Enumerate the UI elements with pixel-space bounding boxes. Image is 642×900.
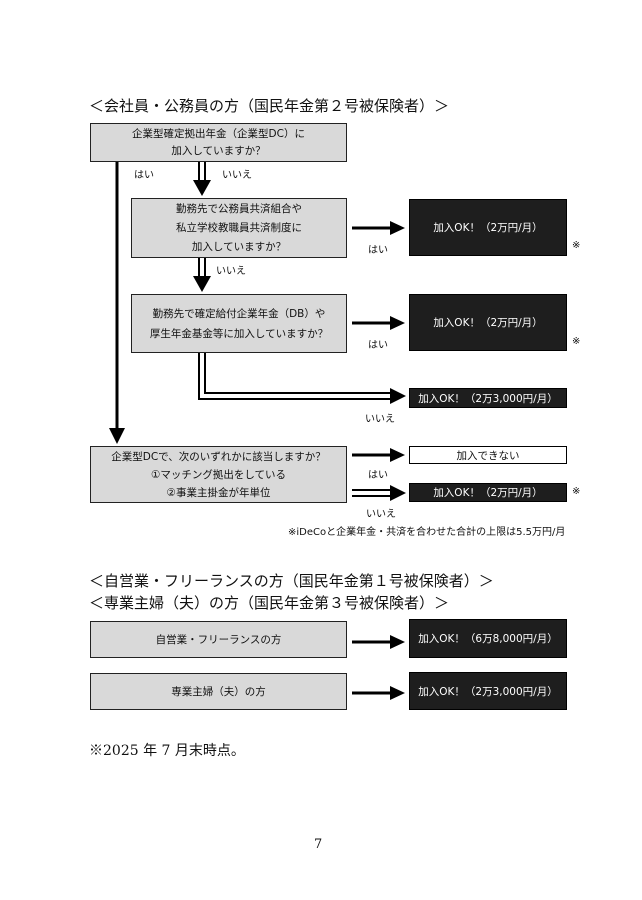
- arrow-homemaker-head: [390, 686, 405, 700]
- q4-no-label: いいえ: [366, 509, 396, 520]
- q4-yes-label: はい: [368, 470, 388, 481]
- question-dc-matching-line1: 企業型DCで、次のいずれかに該当しますか？: [111, 450, 326, 463]
- q4-note-mark: ※: [572, 486, 581, 497]
- section2-heading-self-employed: ＜自営業・フリーランスの方（国民年金第１号被保険者）＞: [89, 572, 494, 590]
- question-db-pension-line2: 厚生年金基金等に加入していますか？: [149, 327, 329, 340]
- arrow-q2-yes-head: [390, 221, 405, 235]
- result-q4-ok: 加入OK！（2万円/月）: [409, 483, 567, 502]
- q3-note-mark: ※: [572, 336, 581, 347]
- result-self-employed-ok: 加入OK！（6万8,000円/月）: [409, 619, 567, 658]
- question-public-pension-line2: 私立学校教職員共済制度に: [176, 221, 302, 234]
- question-company-dc-line1: 企業型確定拠出年金（企業型DC）に: [132, 127, 305, 140]
- question-public-pension: 勤務先で公務員共済組合や 私立学校教職員共済制度に 加入していますか？: [131, 198, 347, 258]
- page-number: 7: [314, 837, 323, 852]
- limit-note: ※iDeCoと企業年金・共済を合わせた合計の上限は5.5万円/月: [288, 527, 566, 538]
- category-homemaker-label: 専業主婦（夫）の方: [171, 685, 266, 698]
- result-q3-ok: 加入OK！（2万円/月）: [409, 294, 567, 351]
- q2-note-mark: ※: [572, 240, 581, 251]
- result-homemaker-ok: 加入OK！（2万3,000円/月）: [409, 672, 567, 710]
- section1-heading: ＜会社員・公務員の方（国民年金第２号被保険者）＞: [89, 97, 450, 115]
- q3-no-label: いいえ: [365, 414, 395, 425]
- q2-no-label: いいえ: [216, 266, 246, 277]
- result-q4-not-allowed: 加入できない: [409, 446, 567, 464]
- question-dc-matching-line3: ②事業主掛金が年単位: [166, 486, 271, 499]
- q1-no-label: いいえ: [222, 170, 252, 181]
- question-public-pension-line1: 勤務先で公務員共済組合や: [176, 202, 302, 215]
- question-db-pension: 勤務先で確定給付企業年金（DB）や 厚生年金基金等に加入していますか？: [131, 294, 347, 353]
- arrow-q4-yes-head: [390, 448, 405, 462]
- question-dc-matching-line2: ①マッチング拠出をしている: [150, 468, 287, 481]
- category-self-employed: 自営業・フリーランスの方: [90, 621, 347, 658]
- arrow-q2-no-head: [193, 276, 211, 292]
- q3-yes-label: はい: [368, 340, 388, 351]
- q1-yes-label: はい: [134, 170, 154, 181]
- section2-heading-homemaker: ＜専業主婦（夫）の方（国民年金第３号被保険者）＞: [89, 594, 450, 612]
- category-self-employed-label: 自営業・フリーランスの方: [155, 633, 282, 646]
- result-q2-ok: 加入OK！（2万円/月）: [409, 199, 567, 256]
- question-public-pension-line3: 加入していますか？: [191, 240, 287, 253]
- result-no-pension-ok: 加入OK！（2万3,000円/月）: [409, 388, 567, 408]
- arrow-q4-no-head: [390, 485, 406, 501]
- question-company-dc-line2: 加入していますか？: [171, 144, 266, 157]
- category-homemaker: 専業主婦（夫）の方: [90, 673, 347, 710]
- arrow-q3-yes-head: [390, 316, 405, 330]
- question-dc-matching: 企業型DCで、次のいずれかに該当しますか？ ①マッチング拠出をしている ②事業主…: [90, 446, 347, 503]
- footnote-date: ※2025 年 7 月末時点。: [89, 743, 245, 759]
- question-company-dc: 企業型確定拠出年金（企業型DC）に 加入していますか？: [90, 123, 347, 162]
- arrow-self-employed-head: [390, 635, 405, 649]
- arrow-q1-no-head: [193, 180, 211, 196]
- question-db-pension-line1: 勤務先で確定給付企業年金（DB）や: [152, 307, 326, 320]
- arrow-q3-no-head: [390, 388, 406, 404]
- q2-yes-label: はい: [368, 245, 388, 256]
- arrow-q1-yes-head: [109, 428, 125, 444]
